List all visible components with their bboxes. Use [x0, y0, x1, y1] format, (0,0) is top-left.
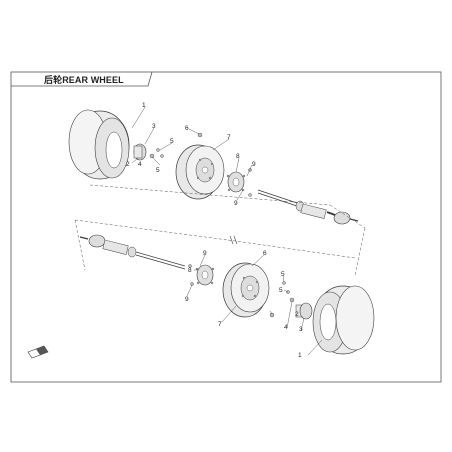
- assembly-guide-lines: [74, 184, 366, 276]
- lower-hub: [188, 264, 215, 286]
- lower-driveshaft: [79, 234, 186, 270]
- callout-8-lower: 8: [188, 267, 192, 274]
- callout-1-upper: 1: [142, 102, 146, 109]
- callout-6-upper: 6: [185, 125, 189, 132]
- upper-driveshaft: [257, 189, 359, 225]
- callout-4-upper: 4: [138, 161, 142, 168]
- lower-rim: [222, 262, 275, 318]
- callout-leaders: [131, 106, 323, 356]
- direction-arrow-icon: [27, 345, 49, 359]
- upper-hub: [226, 168, 252, 197]
- callout-5b-upper: 5: [156, 167, 160, 174]
- callout-9-upper: 9: [252, 161, 256, 168]
- callout-5-lower: 5: [281, 271, 285, 278]
- break-marks: [229, 235, 238, 245]
- callout-5-upper: 5: [170, 138, 174, 145]
- title-en: REAR WHEEL: [62, 75, 124, 85]
- upper-tire: [68, 109, 130, 180]
- lower-hub-nut: [282, 281, 313, 320]
- callout-3-upper: 3: [152, 123, 156, 130]
- callout-9-lower: 9: [203, 250, 207, 257]
- callout-7-lower: 7: [218, 321, 222, 328]
- callout-8-upper: 8: [236, 153, 240, 160]
- callout-9b-lower: 9: [185, 296, 189, 303]
- callout-4-lower: 4: [284, 324, 288, 331]
- diagram-border: [10, 71, 442, 383]
- upper-hub-nut: [133, 132, 203, 161]
- title-tab: [11, 71, 153, 87]
- callout-7-upper: 7: [227, 134, 231, 141]
- callout-3-lower: 3: [299, 326, 303, 333]
- lower-tire: [312, 285, 375, 355]
- callout-2-lower: 2: [295, 311, 299, 318]
- callout-6-lower: 6: [263, 250, 267, 257]
- title-cn: 后轮: [44, 75, 63, 85]
- callout-9b-upper: 9: [234, 200, 238, 207]
- callout-1-lower: 1: [298, 352, 302, 359]
- callout-5b-lower: 5: [279, 287, 283, 294]
- upper-rim: [175, 144, 225, 200]
- callout-2-upper: 2: [126, 161, 130, 168]
- diagram-title: 后轮REAR WHEEL: [44, 73, 124, 86]
